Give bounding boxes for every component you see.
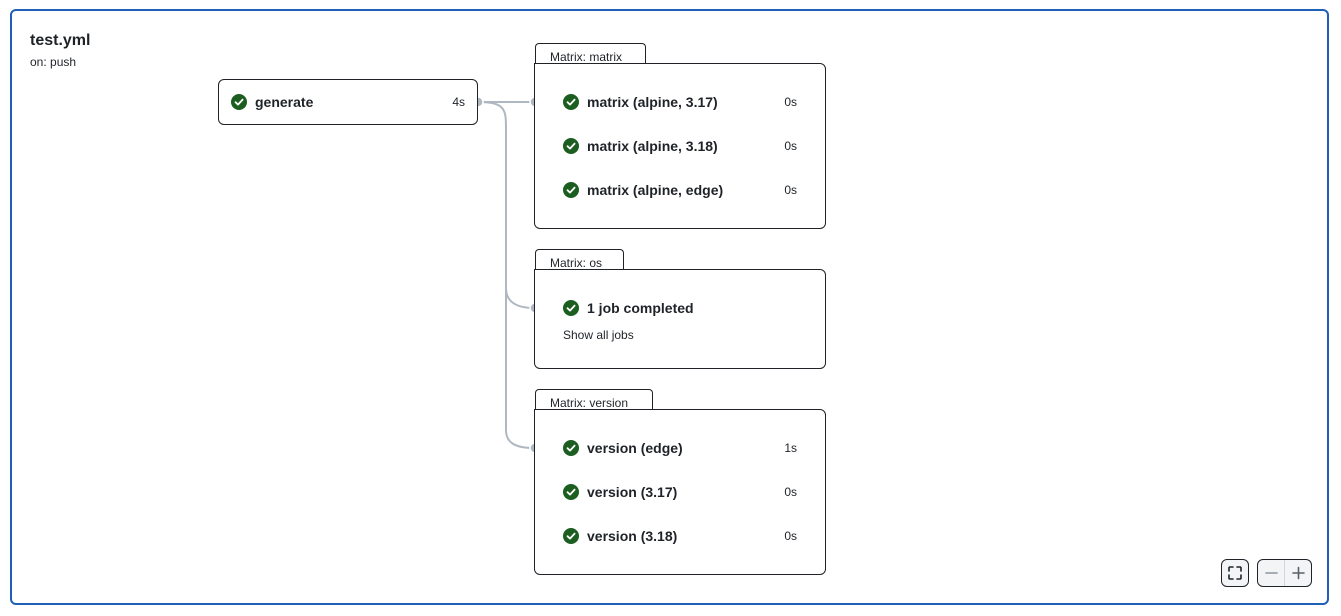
success-check-icon [563,484,579,500]
workflow-trigger: on: push [30,55,77,69]
zoom-controls [1257,559,1312,587]
success-check-icon [563,528,579,544]
job-duration: 0s [784,485,797,499]
fullscreen-button[interactable] [1221,559,1249,587]
matrix-group-tab: Matrix: version [535,389,653,411]
success-check-icon [563,94,579,110]
job-row[interactable]: version (3.17) [563,482,677,502]
job-card-generate[interactable]: generate 4s [218,79,478,125]
success-check-icon [563,182,579,198]
plus-icon [1292,566,1305,580]
job-name: generate [255,94,314,110]
job-row[interactable]: matrix (alpine, edge) [563,180,723,200]
success-check-icon [231,94,247,110]
job-row[interactable]: matrix (alpine, 3.17) [563,92,718,112]
matrix-group-matrix: matrix (alpine, 3.17) 0s matrix (alpine,… [534,63,826,229]
minus-icon [1265,572,1278,574]
job-name: matrix (alpine, 3.18) [587,138,718,154]
matrix-group-os: 1 job completed Show all jobs [534,269,826,369]
job-duration: 1s [784,441,797,455]
fullscreen-icon [1228,566,1242,580]
success-check-icon [563,300,579,316]
matrix-group-version: version (edge) 1s version (3.17) 0s vers… [534,409,826,575]
jobs-summary: 1 job completed [587,300,694,316]
matrix-group-tab: Matrix: matrix [535,43,646,65]
job-row[interactable]: version (3.18) [563,526,677,546]
zoom-in-button[interactable] [1284,560,1311,586]
job-row[interactable]: matrix (alpine, 3.18) [563,136,718,156]
job-row[interactable]: version (edge) [563,438,683,458]
job-duration: 0s [784,529,797,543]
job-name: version (edge) [587,440,683,456]
show-all-jobs-link[interactable]: Show all jobs [563,328,634,342]
job-name: matrix (alpine, edge) [587,182,724,198]
job-duration: 0s [784,183,797,197]
matrix-group-tab: Matrix: os [535,249,624,271]
job-name: version (3.17) [587,484,678,500]
success-check-icon [563,138,579,154]
job-duration: 0s [784,139,797,153]
success-check-icon [563,440,579,456]
zoom-out-button[interactable] [1258,560,1284,586]
job-duration: 0s [784,95,797,109]
job-name: version (3.18) [587,528,678,544]
workflow-title: test.yml [30,32,91,49]
job-name: matrix (alpine, 3.17) [587,94,718,110]
job-duration: 4s [452,95,465,109]
job-row[interactable]: 1 job completed [563,298,694,318]
